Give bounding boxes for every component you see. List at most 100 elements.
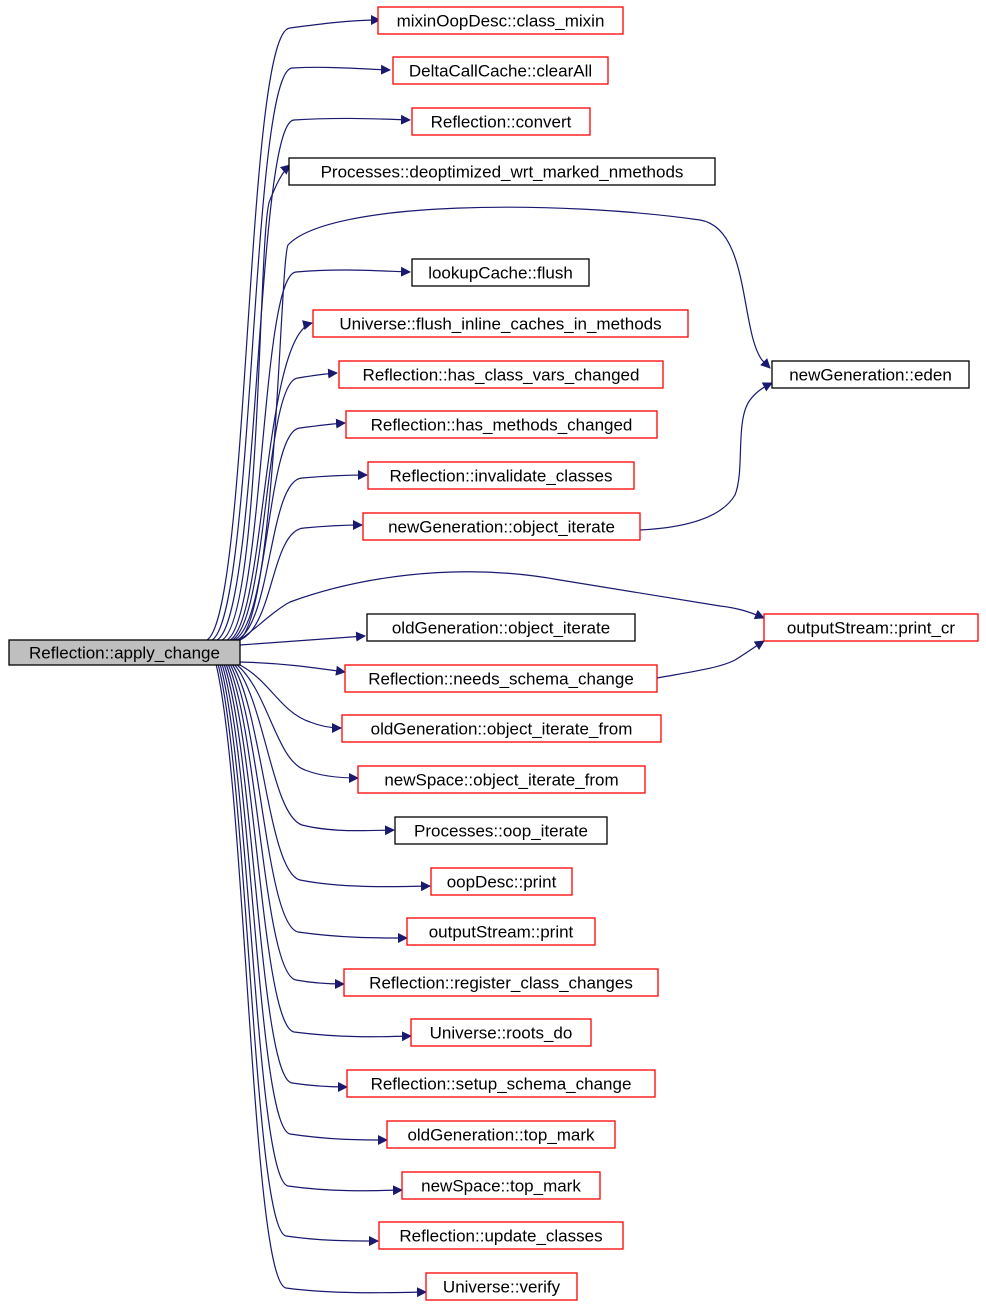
node-box [425, 1272, 578, 1301]
edge-to-print [229, 663, 408, 943]
node-box [378, 1221, 624, 1250]
edge-to-setup-schema [223, 663, 348, 1092]
call-edges [204, 15, 773, 1298]
node-label: mixinOopDesc::class_mixin [397, 12, 605, 31]
node-box [312, 309, 689, 338]
node-label: oldGeneration::object_iterate [392, 619, 610, 638]
edge-to-class-mixin [204, 15, 381, 642]
node-label: lookupCache::flush [428, 264, 573, 283]
node-oopdesc-print[interactable]: oopDesc::print [430, 867, 573, 896]
edge-to-newgen-iterate [235, 520, 363, 642]
node-box [411, 107, 591, 136]
node-box [366, 613, 636, 642]
edge-to-register [227, 663, 345, 989]
edge-to-oop-iterate [233, 663, 395, 836]
node-label: Reflection::has_class_vars_changed [363, 366, 640, 385]
edge-to-deoptimized [219, 164, 291, 642]
edge-to-newspace-top-mark [219, 663, 403, 1196]
node-reflection-update-classes[interactable]: Reflection::update_classes [378, 1221, 624, 1250]
node-universe-verify[interactable]: Universe::verify [425, 1272, 578, 1301]
node-box [344, 664, 658, 693]
graph-nodes: Reflection::apply_change mixinOopDesc::cl… [8, 6, 979, 1301]
node-label: Reflection::has_methods_changed [371, 416, 633, 435]
node-outputstream-print[interactable]: outputStream::print [406, 917, 596, 946]
node-box [288, 157, 716, 186]
node-box [763, 613, 979, 642]
node-box [394, 816, 608, 845]
node-newgeneration-eden[interactable]: newGeneration::eden [771, 360, 970, 389]
node-box [362, 512, 641, 541]
edge-to-oopdesc-print [231, 663, 431, 892]
node-box [392, 56, 609, 85]
root-node-reflection-apply-change[interactable]: Reflection::apply_change [8, 639, 241, 666]
node-box [345, 410, 658, 439]
node-label: outputStream::print [429, 923, 574, 942]
node-label: Reflection::update_classes [399, 1227, 602, 1246]
node-reflection-convert[interactable]: Reflection::convert [411, 107, 591, 136]
node-box [346, 1069, 656, 1098]
node-reflection-has-methods-changed[interactable]: Reflection::has_methods_changed [345, 410, 658, 439]
node-reflection-needs-schema-change[interactable]: Reflection::needs_schema_change [344, 664, 658, 693]
node-box [771, 360, 970, 389]
node-label: newGeneration::object_iterate [388, 518, 615, 537]
node-newspace-object-iterate-from[interactable]: newSpace::object_iterate_from [357, 765, 646, 794]
node-label: outputStream::print_cr [787, 619, 956, 638]
node-newspace-top-mark[interactable]: newSpace::top_mark [401, 1171, 601, 1200]
node-label: Universe::flush_inline_caches_in_methods [339, 315, 661, 334]
node-box [401, 1171, 601, 1200]
node-label: Reflection::register_class_changes [369, 974, 633, 993]
node-newgeneration-object-iterate[interactable]: newGeneration::object_iterate [362, 512, 641, 541]
node-box [338, 360, 664, 389]
node-label: newGeneration::eden [789, 366, 952, 385]
node-processes-oop-iterate[interactable]: Processes::oop_iterate [394, 816, 608, 845]
edge-to-flush [224, 266, 411, 642]
node-mixinoopdesc-class-mixin[interactable]: mixinOopDesc::class_mixin [377, 6, 624, 35]
edge-to-flush-inline [227, 320, 313, 642]
edge-root-to-eden [237, 206, 771, 642]
node-label: oldGeneration::object_iterate_from [371, 720, 633, 739]
node-lookupcache-flush[interactable]: lookupCache::flush [411, 258, 590, 287]
node-processes-deoptimized-wrt-marked-nmethods[interactable]: Processes::deoptimized_wrt_marked_nmetho… [288, 157, 716, 186]
node-label: oldGeneration::top_mark [407, 1126, 595, 1145]
node-label: Universe::roots_do [430, 1024, 573, 1043]
node-label: Reflection::setup_schema_change [371, 1075, 632, 1094]
node-box [410, 1018, 592, 1047]
node-universe-flush-inline-caches-in-methods[interactable]: Universe::flush_inline_caches_in_methods [312, 309, 689, 338]
edge-newgen-iterate-to-eden [639, 382, 773, 531]
node-box [386, 1120, 616, 1149]
node-label: newSpace::top_mark [421, 1177, 581, 1196]
node-reflection-setup-schema-change[interactable]: Reflection::setup_schema_change [346, 1069, 656, 1098]
node-label: Reflection::apply_change [29, 644, 220, 663]
edge-to-update-classes [217, 663, 379, 1246]
edge-to-oldgen-iterate-from [237, 663, 342, 733]
node-label: Processes::oop_iterate [414, 822, 588, 841]
edge-root-to-print-cr [239, 571, 765, 641]
node-deltacallcache-clearall[interactable]: DeltaCallCache::clearAll [392, 56, 609, 85]
node-universe-roots-do[interactable]: Universe::roots_do [410, 1018, 592, 1047]
node-box [343, 968, 659, 997]
node-label: Universe::verify [443, 1278, 561, 1297]
edge-to-clear-all [209, 64, 391, 642]
node-oldgeneration-object-iterate-from[interactable]: oldGeneration::object_iterate_from [341, 714, 662, 743]
node-label: Reflection::needs_schema_change [368, 670, 634, 689]
node-label: Reflection::convert [431, 113, 572, 132]
edge-to-methods-changed [231, 418, 346, 642]
edge-to-newspace-iterate-from [235, 663, 359, 783]
node-reflection-invalidate-classes[interactable]: Reflection::invalidate_classes [367, 461, 635, 490]
edge-to-needs-schema [239, 661, 346, 676]
node-outputstream-print-cr[interactable]: outputStream::print_cr [763, 613, 979, 642]
node-label: Processes::deoptimized_wrt_marked_nmetho… [321, 163, 684, 182]
node-reflection-register-class-changes[interactable]: Reflection::register_class_changes [343, 968, 659, 997]
edge-to-roots-do [225, 663, 412, 1042]
node-box [8, 639, 241, 666]
edge-to-oldgen-iterate [239, 631, 366, 646]
node-oldgeneration-top-mark[interactable]: oldGeneration::top_mark [386, 1120, 616, 1149]
node-box [406, 917, 596, 946]
node-reflection-has-class-vars-changed[interactable]: Reflection::has_class_vars_changed [338, 360, 664, 389]
edge-to-oldgen-top-mark [221, 663, 388, 1145]
node-label: oopDesc::print [447, 873, 557, 892]
node-oldgeneration-object-iterate[interactable]: oldGeneration::object_iterate [366, 613, 636, 642]
node-label: DeltaCallCache::clearAll [409, 62, 592, 81]
edge-needs-schema-to-print-cr [656, 640, 765, 679]
